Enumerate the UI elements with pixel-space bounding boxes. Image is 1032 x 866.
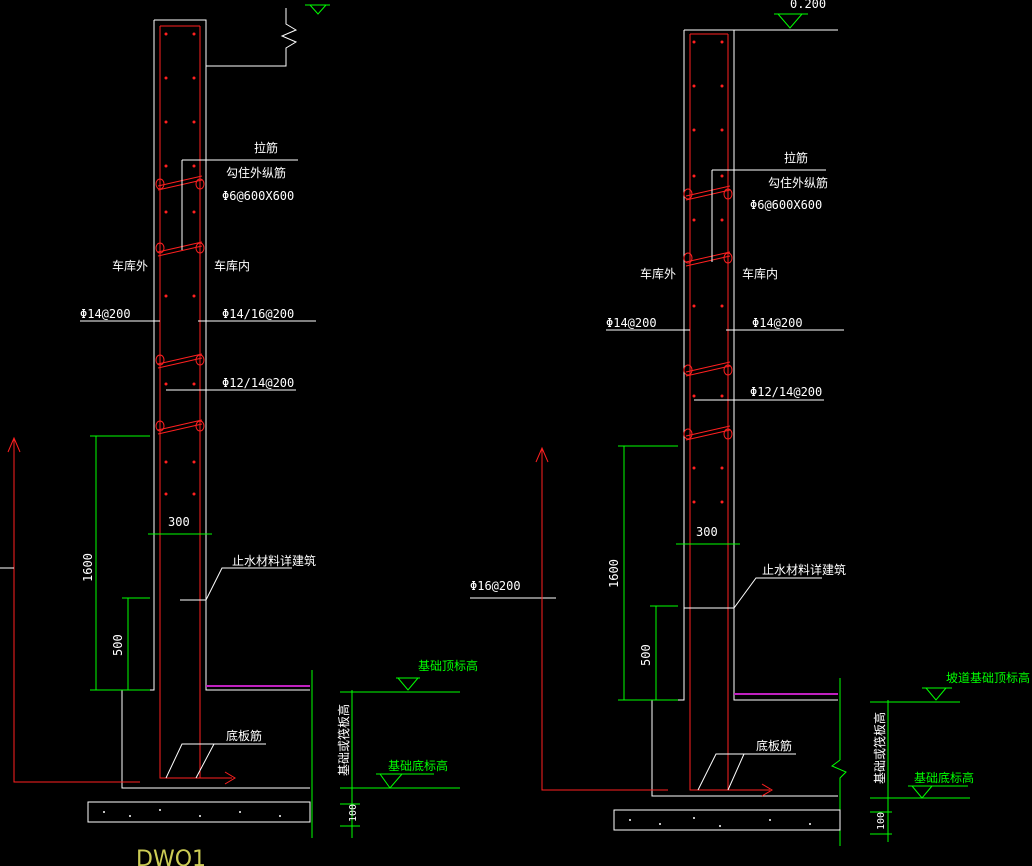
right-found-bottom-text: 基础底标高: [914, 770, 974, 785]
right-rebar-out-text: Φ14@200: [606, 316, 657, 330]
right-rebar-dots: [692, 40, 724, 504]
right-goujin-text: 勾住外纵筋: [768, 175, 828, 190]
right-ties: [683, 185, 733, 441]
left-top-elev-marker: [305, 4, 330, 15]
right-rebar-in-text: Φ14@200: [752, 316, 803, 330]
right-elev-top-text: 0.200: [790, 0, 826, 11]
left-ties: [155, 175, 205, 435]
left-slab-specks: [103, 809, 281, 817]
left-spacing-text: Φ6@600X600: [222, 189, 294, 203]
right-rebar-hook: [761, 783, 773, 797]
right-lajin-leader: [711, 169, 826, 262]
left-dim-100-text: 100: [348, 804, 359, 822]
right-found-bottom-marker: [908, 785, 968, 799]
left-wall-inner-outline: [154, 19, 310, 691]
left-concrete-slab: [87, 801, 311, 823]
right-bottom-rebar-text: 底板筋: [756, 738, 792, 753]
left-lajin-text: 拉筋: [254, 140, 278, 155]
left-found-top-marker: [396, 677, 420, 691]
right-wall-detail: [470, 13, 970, 846]
left-labels: 拉筋 勾住外纵筋 Φ6@600X600 车库外 车库内 Φ14@200 Φ14/…: [80, 140, 478, 866]
left-found-bottom-marker: [376, 773, 434, 789]
left-rebar-out-text: Φ14@200: [80, 307, 131, 321]
right-found-side-text: 基础或筏板高: [872, 712, 887, 784]
right-top-elev-marker: [774, 13, 808, 29]
left-outer-rebar: [159, 26, 232, 779]
right-rebar-extra-text: Φ16@200: [470, 579, 521, 593]
right-outside-text: 车库外: [640, 266, 676, 281]
right-found-top-marker: [922, 687, 952, 701]
right-width-text: 300: [696, 525, 718, 539]
left-lajin-leader: [181, 159, 298, 250]
left-bottom-rebar-leader: [165, 743, 266, 779]
right-dim-100-text: 100: [876, 812, 887, 830]
left-found-top-text: 基础顶标高: [418, 658, 478, 673]
left-found-side-text: 基础或筏板高: [336, 704, 351, 776]
left-dim-1600-text: 1600: [81, 553, 95, 582]
right-waterstop-text: 止水材料详建筑: [762, 562, 846, 577]
left-waterstop-text: 止水材料详建筑: [232, 553, 316, 568]
left-wall-detail: [0, 4, 460, 838]
left-width-text: 300: [168, 515, 190, 529]
left-dim-500-text: 500: [111, 634, 125, 656]
left-rebar-hook: [224, 771, 236, 785]
left-bottom-rebar-text: 底板筋: [226, 728, 262, 743]
left-caption: DWQ1: [136, 847, 206, 866]
right-lajin-text: 拉筋: [784, 150, 808, 165]
right-dim-500: [650, 605, 678, 700]
right-bottom-rebar-leader: [697, 753, 796, 791]
left-rebar-dots: [164, 32, 196, 496]
left-found-dims: [340, 690, 460, 838]
right-found-top-text: 坡道基础顶标高: [946, 670, 1030, 685]
left-top-break: [206, 8, 298, 67]
right-dim-1600-text: 1600: [607, 559, 621, 588]
right-side-dim-line: [831, 678, 847, 846]
right-found-dims: [870, 700, 970, 842]
left-red-axis: [7, 436, 140, 783]
right-dim-1600: [618, 445, 678, 701]
left-dim-500: [122, 597, 150, 690]
left-found-bottom-text: 基础底标高: [388, 758, 448, 773]
right-labels: 0.200 拉筋 勾住外纵筋 Φ6@600X600 车库外 车库内 Φ14@20…: [470, 0, 1030, 830]
right-dim-500-text: 500: [639, 644, 653, 666]
right-wall-outer-outline: [651, 30, 838, 797]
left-waterstop-leader: [180, 567, 292, 601]
right-wall-inner-outline: [684, 29, 838, 701]
left-outside-text: 车库外: [112, 258, 148, 273]
right-red-axis: [535, 446, 668, 791]
left-rebar-in-text: Φ14/16@200: [222, 307, 294, 321]
left-goujin-text: 勾住外纵筋: [226, 165, 286, 180]
right-concrete-slab: [613, 809, 841, 831]
right-spacing-text: Φ6@600X600: [750, 198, 822, 212]
left-rebar-mid-text: Φ12/14@200: [222, 376, 294, 390]
left-wall-outer-outline: [121, 20, 310, 789]
right-waterstop-leader: [684, 577, 822, 609]
right-outer-rebar: [689, 34, 770, 791]
right-inside-text: 车库内: [742, 266, 778, 281]
right-rebar-mid-text: Φ12/14@200: [750, 385, 822, 399]
left-dim-1600: [90, 435, 150, 691]
right-slab-specks: [629, 817, 811, 827]
left-inside-text: 车库内: [214, 258, 250, 273]
